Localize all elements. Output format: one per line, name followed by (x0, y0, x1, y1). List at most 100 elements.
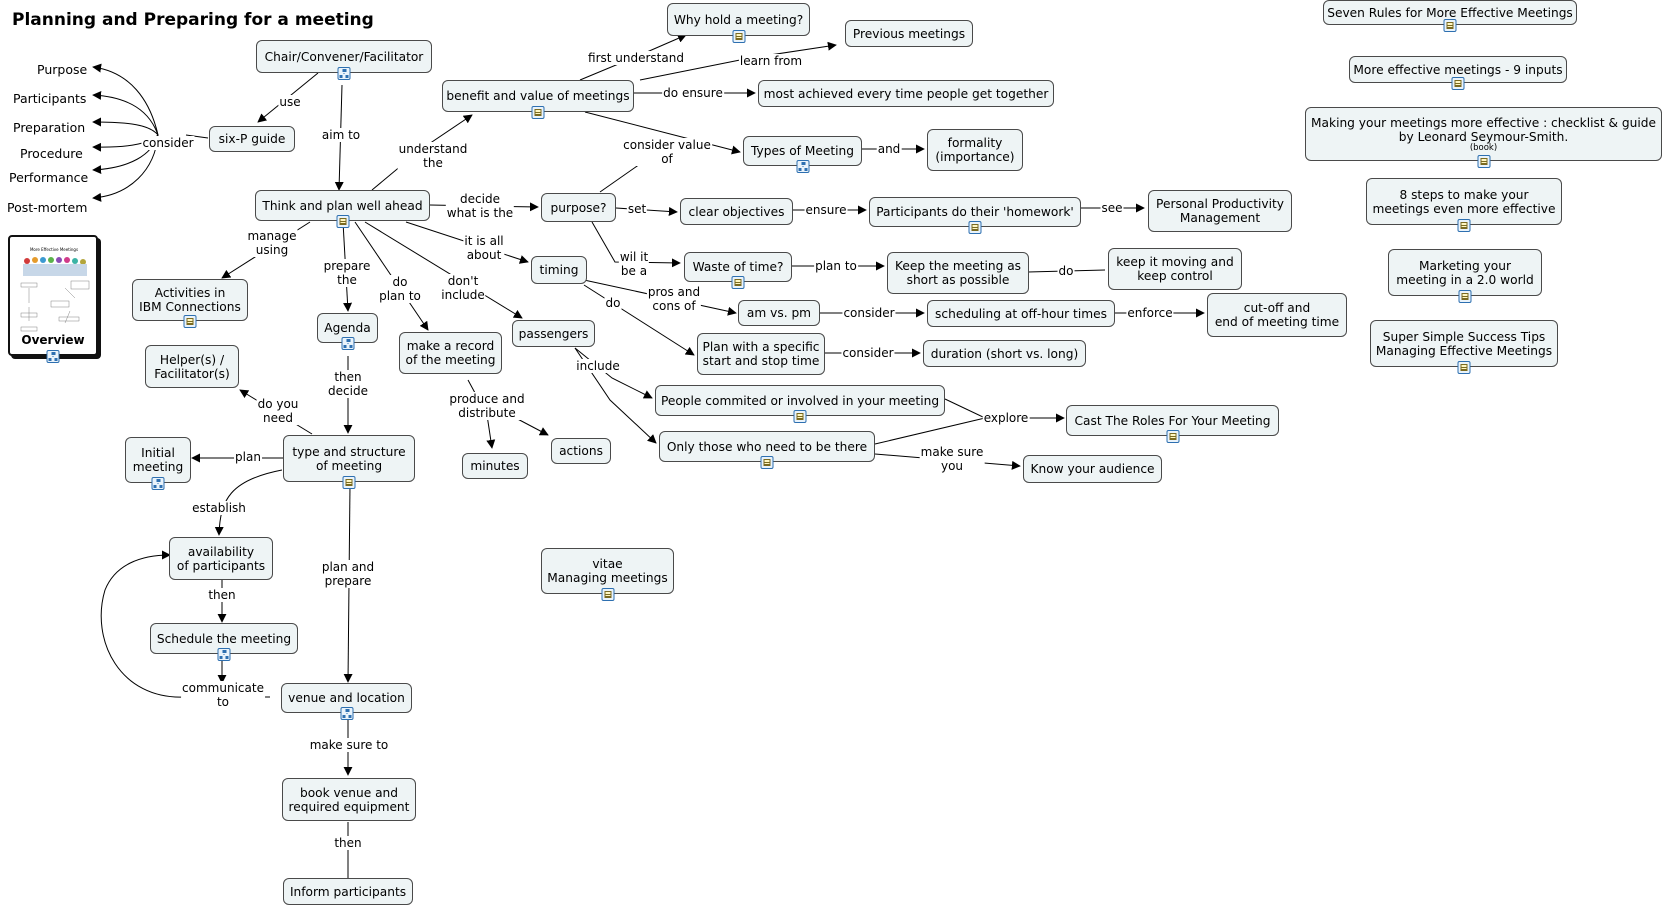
resource-seven-rules-label: Seven Rules for More Effective Meetings (1327, 5, 1573, 20)
concept-map-icon[interactable] (217, 648, 231, 661)
node-six-p-guide[interactable]: six-P guide (209, 126, 295, 152)
node-passengers[interactable]: passengers (512, 320, 595, 347)
node-why-hold[interactable]: Why hold a meeting? (667, 3, 810, 43)
note-icon[interactable] (760, 456, 774, 469)
node-chair[interactable]: Chair/Convener/Facilitator (256, 40, 432, 80)
node-keepmoving-label: keep it moving and keep control (1116, 255, 1234, 283)
resource-8-steps[interactable]: 8 steps to make your meetings even more … (1366, 178, 1562, 232)
concept-map-icon[interactable] (796, 160, 809, 173)
note-icon[interactable] (1166, 430, 1179, 443)
node-think-plan[interactable]: Think and plan well ahead (255, 190, 430, 228)
note-icon[interactable] (601, 588, 614, 601)
node-minutes[interactable]: minutes (462, 453, 528, 479)
node-activities-label: Activities in IBM Connections (139, 286, 241, 314)
node-formality[interactable]: formality (importance) (927, 129, 1023, 171)
concept-map-icon[interactable] (46, 350, 60, 363)
resource-marketing[interactable]: Marketing your meeting in a 2.0 world (1388, 249, 1542, 303)
edge-label-make-sure-you: make sure you (919, 445, 985, 473)
node-types-label: Types of Meeting (751, 144, 854, 158)
node-clear-objectives[interactable]: clear objectives (680, 198, 793, 225)
edge-label-do: do (1057, 264, 1075, 278)
resource-marketing-label: Marketing your meeting in a 2.0 world (1396, 258, 1534, 287)
term-performance[interactable]: Performance (9, 170, 89, 185)
note-icon[interactable] (1443, 19, 1457, 32)
node-specific-label: Plan with a specific start and stop time (702, 340, 820, 368)
node-keep-moving[interactable]: keep it moving and keep control (1108, 248, 1242, 290)
node-previous-meetings[interactable]: Previous meetings (845, 20, 973, 47)
node-most-achieved[interactable]: most achieved every time people get toge… (758, 80, 1054, 107)
node-book-venue[interactable]: book venue and required equipment (282, 778, 416, 821)
note-icon[interactable] (531, 106, 545, 119)
resource-checklist-guide[interactable]: Making your meetings more effective : ch… (1305, 107, 1662, 168)
node-am-vs-pm[interactable]: am vs. pm (738, 300, 820, 326)
node-purpose[interactable]: purpose? (541, 193, 616, 222)
concept-map-icon[interactable] (151, 477, 165, 490)
edge-label-do-you-need: do you need (256, 397, 300, 425)
node-availability[interactable]: availability of participants (169, 537, 273, 580)
edge-label-establish: establish (191, 501, 247, 515)
node-agenda-label: Agenda (324, 321, 371, 335)
concept-map-icon[interactable] (340, 707, 353, 720)
node-cast-label: Cast The Roles For Your Meeting (1074, 413, 1271, 428)
note-icon[interactable] (1451, 77, 1465, 90)
note-icon[interactable] (1457, 361, 1471, 374)
node-know-audience[interactable]: Know your audience (1023, 455, 1162, 483)
term-procedure[interactable]: Procedure (20, 146, 83, 161)
node-ppm[interactable]: Personal Productivity Management (1148, 190, 1292, 232)
node-duration[interactable]: duration (short vs. long) (923, 340, 1086, 367)
edge-label-wil-it: wil it be a (618, 250, 650, 278)
node-inform-label: Inform participants (289, 884, 407, 899)
overview-map-thumbnail[interactable]: More Effective Meetings Overview (8, 235, 98, 363)
node-cut-off[interactable]: cut-off and end of meeting time (1207, 293, 1347, 337)
term-post-mortem[interactable]: Post-mortem (7, 200, 88, 215)
concept-map-icon[interactable] (337, 67, 351, 80)
node-type-structure[interactable]: type and structure of meeting (283, 435, 415, 489)
note-icon[interactable] (183, 315, 197, 328)
node-venue-label: venue and location (288, 691, 405, 705)
edge-label-do-plan-to: do plan to (378, 275, 422, 303)
edge-label-then-2: then (333, 836, 363, 850)
note-icon[interactable] (336, 215, 349, 228)
node-types-meeting[interactable]: Types of Meeting (743, 136, 862, 173)
node-agenda[interactable]: Agenda (317, 313, 378, 350)
resource-seven-rules[interactable]: Seven Rules for More Effective Meetings (1323, 0, 1577, 32)
node-specific-time[interactable]: Plan with a specific start and stop time (697, 333, 825, 375)
term-participants[interactable]: Participants (13, 91, 87, 106)
node-initial-meeting[interactable]: Initial meeting (125, 437, 191, 490)
node-benefit-value[interactable]: benefit and value of meetings (442, 80, 634, 119)
resource-success-tips[interactable]: Super Simple Success Tips Managing Effec… (1370, 320, 1558, 374)
note-icon[interactable] (1477, 155, 1490, 168)
node-venue[interactable]: venue and location (281, 683, 412, 720)
node-timing[interactable]: timing (531, 256, 587, 284)
node-off-hour[interactable]: scheduling at off-hour times (927, 300, 1115, 327)
note-icon[interactable] (1457, 219, 1471, 232)
node-keep-short[interactable]: Keep the meeting as short as possible (887, 252, 1029, 294)
node-actions[interactable]: actions (551, 438, 611, 464)
edge-label-understand: understand the (397, 142, 469, 170)
node-people-committed[interactable]: People commited or involved in your meet… (655, 385, 945, 423)
node-waste-of-time[interactable]: Waste of time? (684, 252, 792, 289)
node-make-record[interactable]: make a record of the meeting (399, 332, 502, 374)
resource-success-tips-label: Super Simple Success Tips Managing Effec… (1375, 329, 1553, 358)
note-icon[interactable] (793, 410, 807, 423)
note-icon[interactable] (1458, 290, 1472, 303)
term-purpose[interactable]: Purpose (37, 62, 88, 77)
node-book-label: book venue and required equipment (288, 785, 410, 814)
note-icon[interactable] (968, 221, 982, 234)
node-only-those[interactable]: Only those who need to be there (659, 431, 875, 469)
term-preparation[interactable]: Preparation (13, 120, 86, 135)
node-vitae[interactable]: vitae Managing meetings (541, 548, 674, 601)
note-icon[interactable] (732, 30, 745, 43)
note-icon[interactable] (342, 476, 356, 489)
resource-9-inputs[interactable]: More effective meetings - 9 inputs (1349, 56, 1567, 90)
node-schedule[interactable]: Schedule the meeting (150, 623, 298, 661)
node-homework[interactable]: Participants do their 'homework' (869, 197, 1081, 234)
node-helper[interactable]: Helper(s) / Facilitator(s) (145, 345, 239, 388)
node-cast-roles[interactable]: Cast The Roles For Your Meeting (1066, 405, 1279, 443)
note-icon[interactable] (731, 276, 745, 289)
node-activities[interactable]: Activities in IBM Connections (132, 279, 248, 328)
node-why-label: Why hold a meeting? (673, 12, 804, 27)
node-inform[interactable]: Inform participants (283, 878, 413, 905)
edge-label-dont-include: don't include (440, 274, 486, 302)
concept-map-icon[interactable] (341, 337, 354, 350)
